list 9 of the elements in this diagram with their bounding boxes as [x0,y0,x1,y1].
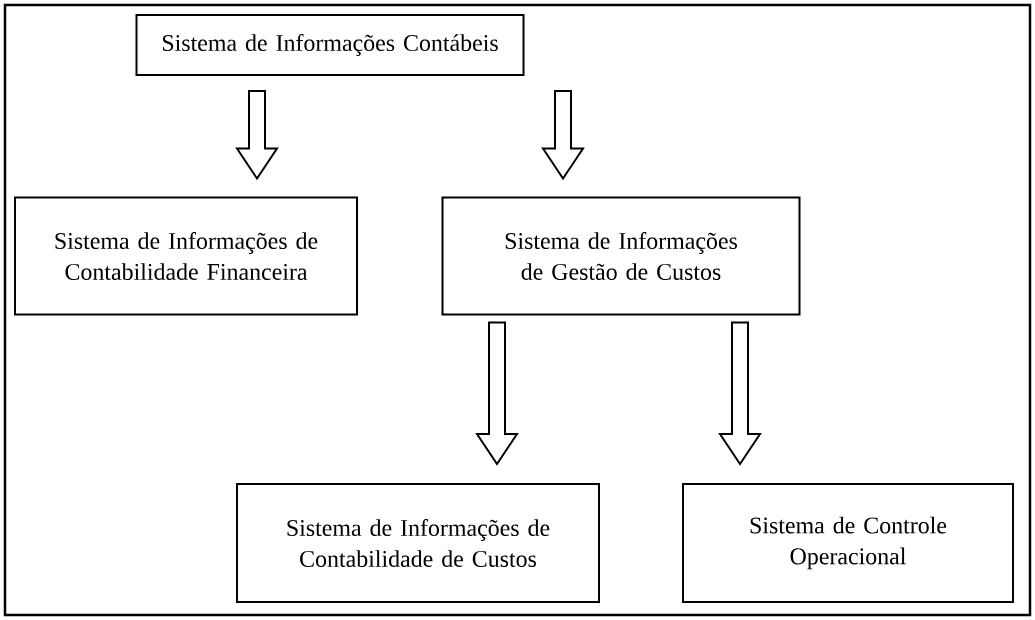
process-box: Sistema de Informações Contábeis [135,14,525,76]
process-box: Sistema de Informações de Contabilidade de Custos [236,483,600,603]
block-arrow [718,321,762,466]
process-box: Sistema de Informações de Gestão de Custos [441,196,801,316]
process-box: Sistema de Informações de Contabilidade Financeira [14,196,358,316]
block-arrow [235,90,279,181]
block-arrow [475,321,519,466]
block-arrow [541,90,585,181]
process-box: Sistema de Controle Operacional [682,483,1014,603]
